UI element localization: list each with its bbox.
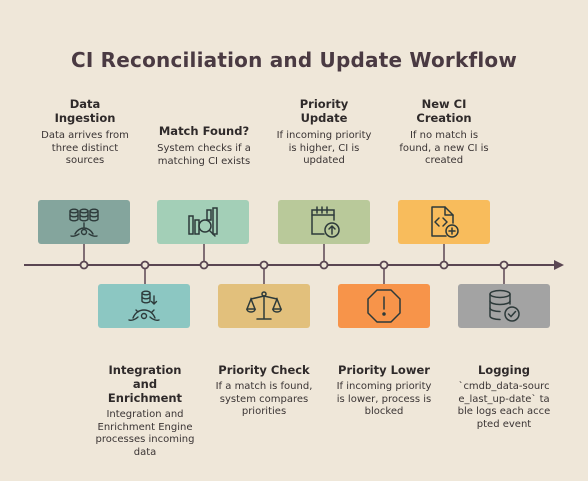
database-integration-icon	[128, 290, 160, 321]
new-file-icon	[431, 206, 459, 238]
timeline-node	[499, 260, 509, 270]
step-box-integration	[98, 284, 190, 328]
step-box-match-found	[157, 200, 249, 244]
stop-alert-icon	[367, 289, 401, 323]
step-title-logging: Logging	[477, 363, 531, 377]
step-box-data-ingestion	[38, 200, 130, 244]
step-desc-priority-check: If a match is found, system compares pri…	[215, 381, 313, 417]
step-title-data-ingestion: Data Ingestion	[54, 97, 116, 125]
step-box-new-ci	[398, 200, 490, 244]
step-desc-priority-lower: If incoming priority is lower, process i…	[336, 381, 432, 417]
step-title-new-ci: New CI Creation	[416, 97, 472, 125]
step-box-logging	[458, 284, 550, 328]
step-title-priority-update: Priority Update	[299, 97, 349, 125]
search-analytics-icon	[188, 207, 218, 237]
timeline-node	[79, 260, 89, 270]
timeline-node	[379, 260, 389, 270]
timeline-node	[439, 260, 449, 270]
timeline-node	[140, 260, 150, 270]
step-title-priority-check: Priority Check	[218, 363, 310, 377]
database-check-icon	[489, 289, 520, 322]
step-desc-priority-update: If incoming priority is higher, CI is up…	[276, 130, 372, 166]
step-desc-integration: Integration and Enrichment Engine proces…	[95, 409, 195, 458]
step-desc-match-found: System checks if a matching CI exists	[157, 143, 251, 167]
timeline-node	[259, 260, 269, 270]
timeline-node	[319, 260, 329, 270]
step-title-match-found: Match Found?	[158, 124, 250, 138]
step-title-priority-lower: Priority Lower	[338, 363, 430, 377]
step-box-priority-update	[278, 200, 370, 244]
step-desc-data-ingestion: Data arrives from three distinct sources	[41, 130, 129, 166]
balance-scale-icon	[246, 291, 282, 320]
database-network-icon	[69, 208, 99, 237]
step-box-priority-check	[218, 284, 310, 328]
step-desc-new-ci: If no match is found, a new CI is create…	[399, 130, 489, 166]
page-title: CI Reconciliation and Update Workflow	[70, 48, 518, 72]
calendar-upload-icon	[311, 206, 340, 238]
step-box-priority-lower	[338, 284, 430, 328]
step-title-integration: Integration and Enrichment	[107, 363, 183, 405]
step-desc-logging: `cmdb_data-source_last_up-date` table lo…	[457, 381, 551, 430]
timeline-arrowhead	[554, 260, 564, 270]
timeline-node	[199, 260, 209, 270]
